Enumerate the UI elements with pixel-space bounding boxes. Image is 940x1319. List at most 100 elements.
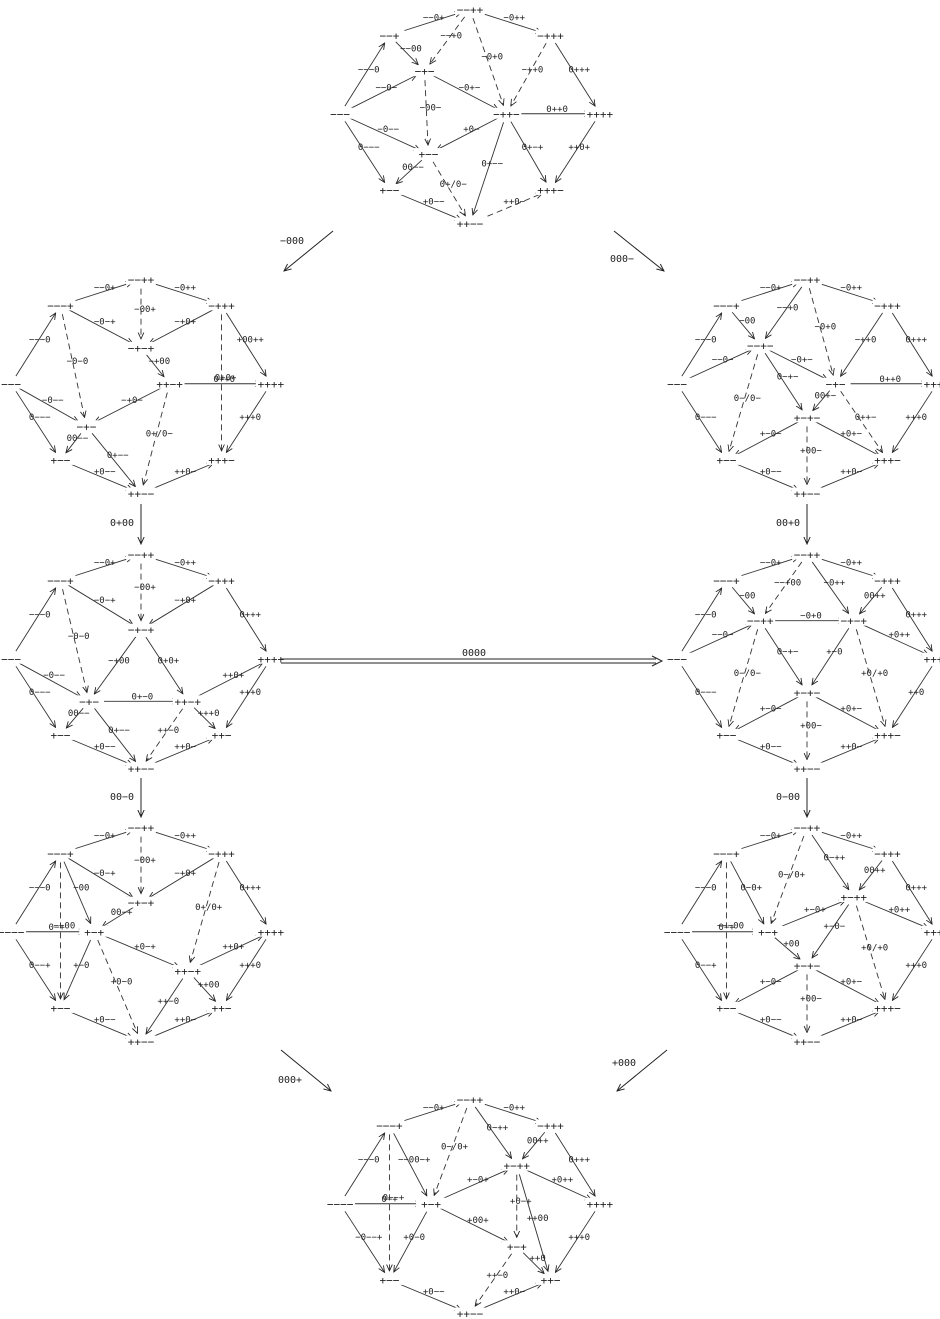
edge-label: 0−−− <box>29 688 51 698</box>
edge-label: 0−−− <box>695 413 717 423</box>
edge-label: +0−− <box>423 198 445 208</box>
vertex-label: −+++ <box>537 1119 564 1132</box>
diagram-right3: −−0+−0++−−−00−/0+0−++00++0+++0−0++−0++0+… <box>662 822 940 1049</box>
vertex-label: −−++ <box>128 549 155 562</box>
vertex-label: ++++ <box>924 378 940 391</box>
edge-label: 0++− <box>855 413 877 423</box>
edge-label: 0+++ <box>239 611 261 621</box>
edge-label: +++0 <box>905 961 927 971</box>
edge-label: +0++ <box>889 631 911 641</box>
transition-arrow <box>617 1050 667 1091</box>
edge-label: +++0 <box>568 1233 590 1243</box>
edge-label: 00−− <box>68 709 90 719</box>
edge-label: 0−−− <box>695 688 717 698</box>
transition-label: 0+00 <box>110 518 134 529</box>
edge-label: +00− <box>800 721 822 731</box>
vertex-label: −−−+ <box>713 299 740 312</box>
edge-label: −0++ <box>174 831 196 841</box>
edge-label: +0+− <box>840 430 862 440</box>
edge-label: −0++ <box>174 283 196 293</box>
edge-label: −+0− <box>121 396 143 406</box>
edge-label: +0−0 <box>111 978 133 988</box>
edge-label: 00++ <box>527 1137 549 1147</box>
edge-label: +−0− <box>824 922 846 932</box>
edge-label: 0+++ <box>568 1156 590 1166</box>
edge-label: −−0− <box>712 356 734 366</box>
edge-label: −−0+ <box>94 558 116 568</box>
edge-label: +00+ <box>467 1216 489 1226</box>
edge-label: −−0+ <box>760 558 782 568</box>
edge-label: −−−0 <box>358 1156 380 1166</box>
vertex-label: ++++ <box>587 1198 614 1211</box>
edge-label: 00−+ <box>111 908 133 918</box>
vertex-label: −−++ <box>457 4 484 17</box>
edge-label: −0−− <box>377 125 399 135</box>
edge-label: 0−−− <box>29 413 51 423</box>
diagram-left2: −−0+−0++−−−0−00+−0−+−+0+0+++0+0+−0−0−+00… <box>0 549 286 776</box>
vertex-label: ++−+ <box>156 378 183 391</box>
edge-label: −+00 <box>108 656 130 666</box>
vertex-label: −−−− <box>664 926 691 939</box>
vertex-label: ++++ <box>258 653 285 666</box>
edge-label: −00 <box>739 317 755 327</box>
edge-label: +++0 <box>905 413 927 423</box>
edge-label: +0−− <box>760 1016 782 1026</box>
vertex-label: +−+ <box>507 1240 527 1253</box>
vertex-label: ++− <box>212 729 232 742</box>
vertex-label: −−++ <box>794 274 821 287</box>
edge-label: −−00 <box>400 44 422 54</box>
edge-label: −−0+ <box>423 1103 445 1113</box>
vertex-label: ++−− <box>794 488 821 501</box>
vertex-label: +−− <box>51 454 71 467</box>
edge-label: 0+++ <box>905 611 927 621</box>
vertex-label: ++++ <box>924 926 940 939</box>
edge-label: −0+− <box>791 356 813 366</box>
edge-label: +−0 <box>73 961 89 971</box>
diagram-left3: −−0+−0++−−−0−00+−0−+−+0+0+++−0000−++0−+0… <box>0 822 286 1049</box>
edge-label: 0+−0 <box>132 692 154 702</box>
vertex-label: −−−− <box>0 926 25 939</box>
edge-label: +00− <box>800 446 822 456</box>
edge-label: −−−0 <box>695 611 717 621</box>
edge-label: ++0− <box>503 1288 525 1298</box>
transition-label: 00+0 <box>776 518 800 529</box>
transition-label: 00−0 <box>110 792 134 803</box>
edge-label: +0+− <box>840 705 862 715</box>
edge-label: 00++ <box>864 592 886 602</box>
vertex-label: −−++ <box>794 822 821 835</box>
vertex-label: +−+− <box>794 411 821 424</box>
edge-label: +0+− <box>840 978 862 988</box>
diagram-bottom: −−0+−0++−−−00−/0+0−++00++0+++−−00−++−0++… <box>325 1094 615 1319</box>
edge-label: ++0− <box>174 1016 196 1026</box>
edge-label: −+0+ <box>174 596 196 606</box>
edge-label: 0+++ <box>239 884 261 894</box>
edge-label: −+0+ <box>174 869 196 879</box>
edge-label: 0−++ <box>487 1124 509 1134</box>
edge-label: −0+0 <box>481 53 503 63</box>
vertex-label: −+−+ <box>128 897 155 910</box>
edge-label: −0−0 <box>68 632 90 642</box>
edge-label: −0−−+ <box>355 1233 383 1243</box>
vertex-label: −−−+ <box>713 847 740 860</box>
edge-label: −0++ <box>503 1103 525 1113</box>
edge-label: 0−−+ <box>29 961 51 971</box>
edge-label: +++0 <box>239 413 261 423</box>
vertex-label: +++− <box>874 1002 901 1015</box>
edge-label: −−0+ <box>760 831 782 841</box>
edge-label: +0−+ <box>134 942 156 952</box>
edge-label: +++0 <box>198 709 220 719</box>
edge-label: 00+− <box>814 392 836 402</box>
edge-label: −−−0 <box>695 336 717 346</box>
edge-label: −00+ <box>134 856 156 866</box>
vertex-label: −+++ <box>208 847 235 860</box>
edge-label: ++−0 <box>158 997 180 1007</box>
edge-label: 00−− <box>402 163 424 173</box>
edge-label: +−0 <box>826 648 842 658</box>
edge-label: −0−− <box>43 671 65 681</box>
edge-label: ++00 <box>527 1214 549 1224</box>
edge-label: +−0+ <box>804 905 826 915</box>
vertex-label: +−− <box>418 148 438 161</box>
edge-label: −−−0 <box>695 884 717 894</box>
vertex-label: −+− <box>826 378 846 391</box>
